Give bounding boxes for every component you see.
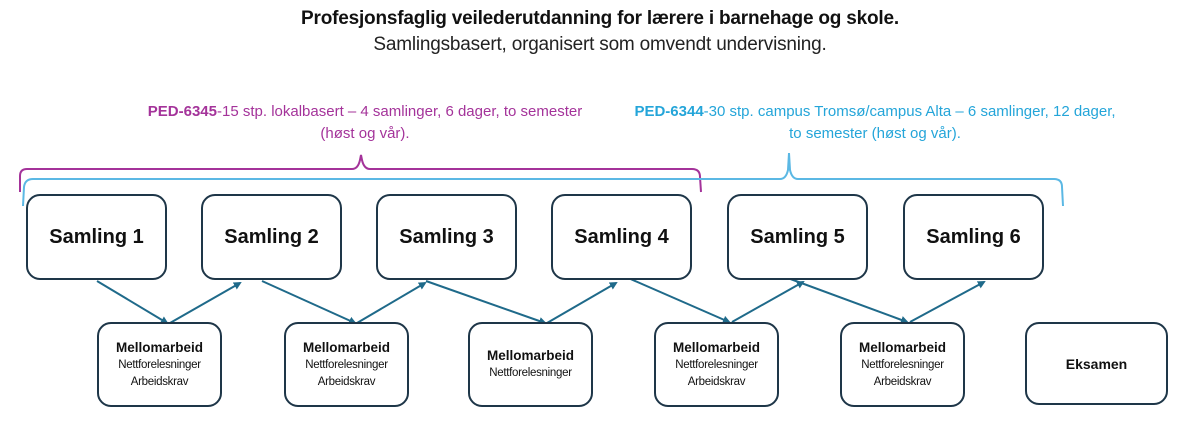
mellomarbeid-item: Arbeidskrav <box>317 375 376 388</box>
course-ped-6344-label: PED-6344-30 stp. campus Tromsø/campus Al… <box>580 101 1170 145</box>
mellomarbeid-item: Arbeidskrav <box>130 375 189 388</box>
course-description: -15 stp. lokalbasert – 4 samlinger, 6 da… <box>217 103 583 120</box>
mellomarbeid-2-box: Mellomarbeid Nettforelesninger Arbeidskr… <box>284 322 409 407</box>
mellomarbeid-item: Arbeidskrav <box>873 375 932 388</box>
mellomarbeid-title: Mellomarbeid <box>672 339 761 355</box>
mellomarbeid-item: Nettforelesninger <box>489 367 572 379</box>
bracket-ped-6344 <box>22 152 1064 207</box>
bracket-ped-6345 <box>19 154 702 193</box>
mellomarbeid-4-box: Mellomarbeid Nettforelesninger Arbeidskr… <box>654 322 779 407</box>
flow-arrows <box>96 276 986 325</box>
diagram-title: Profesjonsfaglig veilederutdanning for l… <box>301 8 899 29</box>
course-description-line2: (høst og vår). <box>320 125 410 142</box>
samling-4-box: Samling 4 <box>551 194 692 280</box>
mellomarbeid-item: Arbeidskrav <box>687 375 746 388</box>
samling-1-box: Samling 1 <box>26 194 167 280</box>
course-code: PED-6345 <box>147 103 217 120</box>
mellomarbeid-3-box: Mellomarbeid Nettforelesninger <box>468 322 593 407</box>
mellomarbeid-title: Mellomarbeid <box>302 339 391 355</box>
samling-label: Samling 1 <box>49 225 144 248</box>
samling-label: Samling 2 <box>224 225 319 248</box>
mellomarbeid-title: Mellomarbeid <box>115 339 204 355</box>
mellomarbeid-5-box: Mellomarbeid Nettforelesninger Arbeidskr… <box>840 322 965 407</box>
course-code: PED-6344 <box>634 103 704 120</box>
course-ped-6345-label: PED-6345-15 stp. lokalbasert – 4 samling… <box>20 101 710 145</box>
samling-5-box: Samling 5 <box>727 194 868 280</box>
samling-2-box: Samling 2 <box>201 194 342 280</box>
course-description: -30 stp. campus Tromsø/campus Alta – 6 s… <box>703 103 1116 120</box>
samling-6-box: Samling 6 <box>903 194 1044 280</box>
samling-label: Samling 3 <box>399 225 494 248</box>
eksamen-label: Eksamen <box>1065 355 1128 372</box>
mellomarbeid-title: Mellomarbeid <box>486 348 575 363</box>
mellomarbeid-item: Nettforelesninger <box>675 358 758 371</box>
mellomarbeid-1-box: Mellomarbeid Nettforelesninger Arbeidskr… <box>97 322 222 407</box>
course-description-line2: to semester (høst og vår). <box>789 125 961 142</box>
samling-label: Samling 4 <box>574 225 669 248</box>
samling-label: Samling 5 <box>750 225 845 248</box>
eksamen-box: Eksamen <box>1025 322 1168 405</box>
mellomarbeid-item: Nettforelesninger <box>118 358 201 371</box>
mellomarbeid-item: Nettforelesninger <box>861 358 944 371</box>
samling-label: Samling 6 <box>926 225 1021 248</box>
diagram-subtitle: Samlingsbasert, organisert som omvendt u… <box>373 34 827 55</box>
samling-3-box: Samling 3 <box>376 194 517 280</box>
mellomarbeid-title: Mellomarbeid <box>858 339 947 355</box>
mellomarbeid-item: Nettforelesninger <box>305 358 388 371</box>
